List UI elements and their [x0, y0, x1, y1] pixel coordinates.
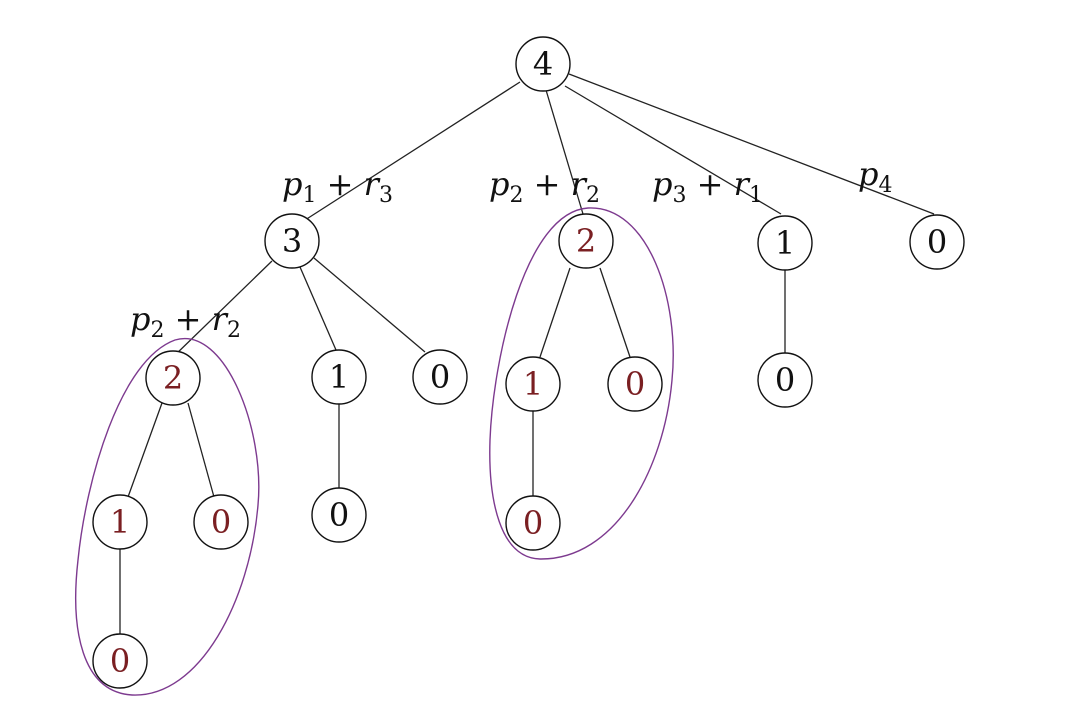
tree-node-n0c-value: 0 [430, 358, 450, 396]
tree-node-n0d-value: 0 [329, 496, 349, 534]
edge-root-n0h [568, 73, 935, 215]
edge-n3-n0c [313, 257, 426, 353]
tree-node-n0g: 0 [757, 352, 813, 408]
edge-n2b-n0e [599, 267, 631, 358]
tree-node-n0b-value: 0 [110, 642, 130, 680]
tree-node-n2b: 2 [558, 213, 614, 269]
edge-n3-n2a [171, 260, 273, 359]
edge-root-n1d [564, 85, 782, 215]
tree-node-n0e-value: 0 [625, 365, 645, 403]
tree-node-n2b-value: 2 [576, 222, 596, 260]
tree-nodes: 4 3 2 1 0 0 1 0 0 2 1 0 [92, 36, 965, 689]
edge-labels: p1 + r3 p2 + r2 p3 + r1 p4 p2 + r2 [130, 155, 892, 343]
tree-node-n0d: 0 [311, 487, 367, 543]
tree-edges [119, 73, 935, 634]
tree-node-n3-value: 3 [282, 222, 302, 260]
tree-node-n3: 3 [264, 213, 320, 269]
edge-label-root-n3: p1 + r3 [282, 165, 393, 208]
tree-node-n0a: 0 [193, 494, 249, 550]
subtree-group-outline-middle [489, 207, 674, 560]
edge-label-root-n1d: p3 + r1 [652, 165, 763, 208]
tree-node-n1c: 1 [505, 356, 561, 412]
tree-node-n0f: 0 [505, 495, 561, 551]
tree-node-n0a-value: 0 [211, 503, 231, 541]
tree-node-n1b-value: 1 [329, 358, 349, 396]
tree-node-n0e: 0 [607, 356, 663, 412]
edge-n2b-n1c [539, 267, 571, 358]
edge-label-root-n0h: p4 [858, 155, 892, 198]
edge-n2a-n1a [127, 402, 163, 498]
tree-node-n2a-value: 2 [163, 359, 183, 397]
tree-node-n0f-value: 0 [523, 504, 543, 542]
tree-node-root: 4 [515, 36, 571, 92]
tree-node-n1c-value: 1 [523, 365, 543, 403]
tree-node-n1d-value: 1 [775, 224, 795, 262]
tree-node-n1b: 1 [311, 349, 367, 405]
edge-root-n3 [301, 81, 521, 223]
tree-node-n1d: 1 [757, 215, 813, 271]
edge-n3-n1b [299, 266, 337, 351]
tree-node-n0c: 0 [412, 349, 468, 405]
edge-label-n3-n2a: p2 + r2 [130, 300, 241, 343]
subtree-group-outline-left [75, 337, 260, 696]
tree-node-n0b: 0 [92, 633, 148, 689]
tree-node-root-value: 4 [533, 45, 553, 83]
tree-node-n0h: 0 [909, 214, 965, 270]
tree-node-n0g-value: 0 [775, 361, 795, 399]
tree-node-n1a-value: 1 [110, 503, 130, 541]
tree-node-n1a: 1 [92, 494, 148, 550]
edge-label-root-n2b: p2 + r2 [489, 165, 600, 208]
edge-n2a-n0a [187, 402, 215, 498]
tree-node-n2a: 2 [145, 350, 201, 406]
edge-root-n2b [545, 89, 584, 215]
tree-node-n0h-value: 0 [927, 223, 947, 261]
